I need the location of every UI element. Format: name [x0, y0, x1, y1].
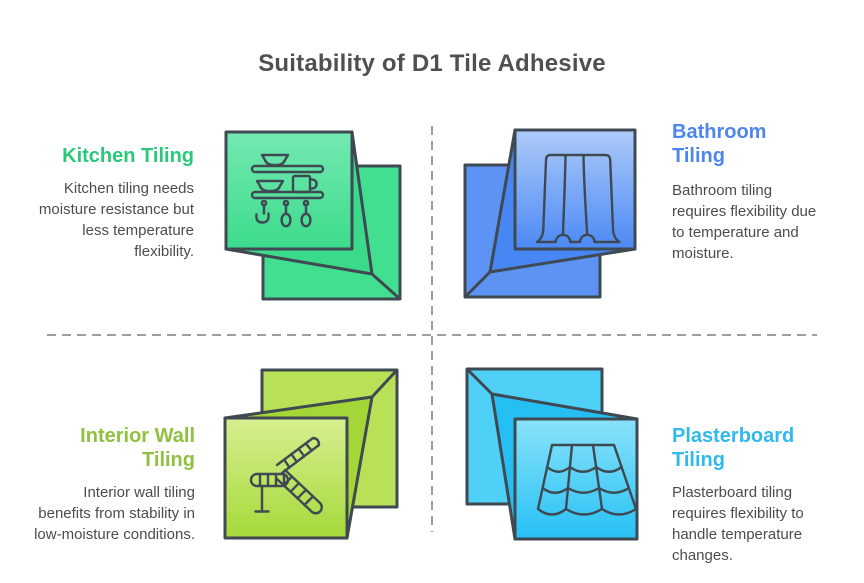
quadrant-plasterboard-tiling: Plasterboard Tiling Plasterboard tiling …: [672, 424, 834, 566]
horizontal-divider-dashed-line: [47, 334, 817, 336]
page-title: Suitability of D1 Tile Adhesive: [258, 50, 606, 77]
quadrant-bathroom-tiling: Bathroom Tiling Bathroom tiling requires…: [672, 120, 824, 264]
shower-curtain-cube-icon: [463, 128, 637, 299]
interior-wall-tiling-heading: Interior Wall Tiling: [80, 425, 195, 471]
vertical-divider-dashed-line: [431, 126, 433, 532]
quadrant-kitchen-tiling: Kitchen Tiling Kitchen tiling needs mois…: [36, 144, 194, 262]
kitchen-tiling-heading: Kitchen Tiling: [62, 145, 194, 167]
plasterboard-tiling-heading: Plasterboard Tiling: [672, 425, 795, 471]
bathroom-tiling-heading: Bathroom Tiling: [672, 121, 767, 167]
interior-wall-tiling-description: Interior wall tiling benefits from stabi…: [34, 484, 195, 543]
stair-railing-cube-icon: [223, 368, 399, 540]
kitchen-tiling-description: Kitchen tiling needs moisture resistance…: [38, 180, 194, 260]
kitchen-shelves-cube-icon: [224, 130, 402, 301]
roof-tiles-cube-icon: [465, 367, 639, 541]
plasterboard-tiling-description: Plasterboard tiling requires flexibility…: [672, 484, 804, 564]
quadrant-interior-wall-tiling: Interior Wall Tiling Interior wall tilin…: [30, 424, 195, 545]
bathroom-tiling-description: Bathroom tiling requires flexibility due…: [672, 182, 817, 262]
